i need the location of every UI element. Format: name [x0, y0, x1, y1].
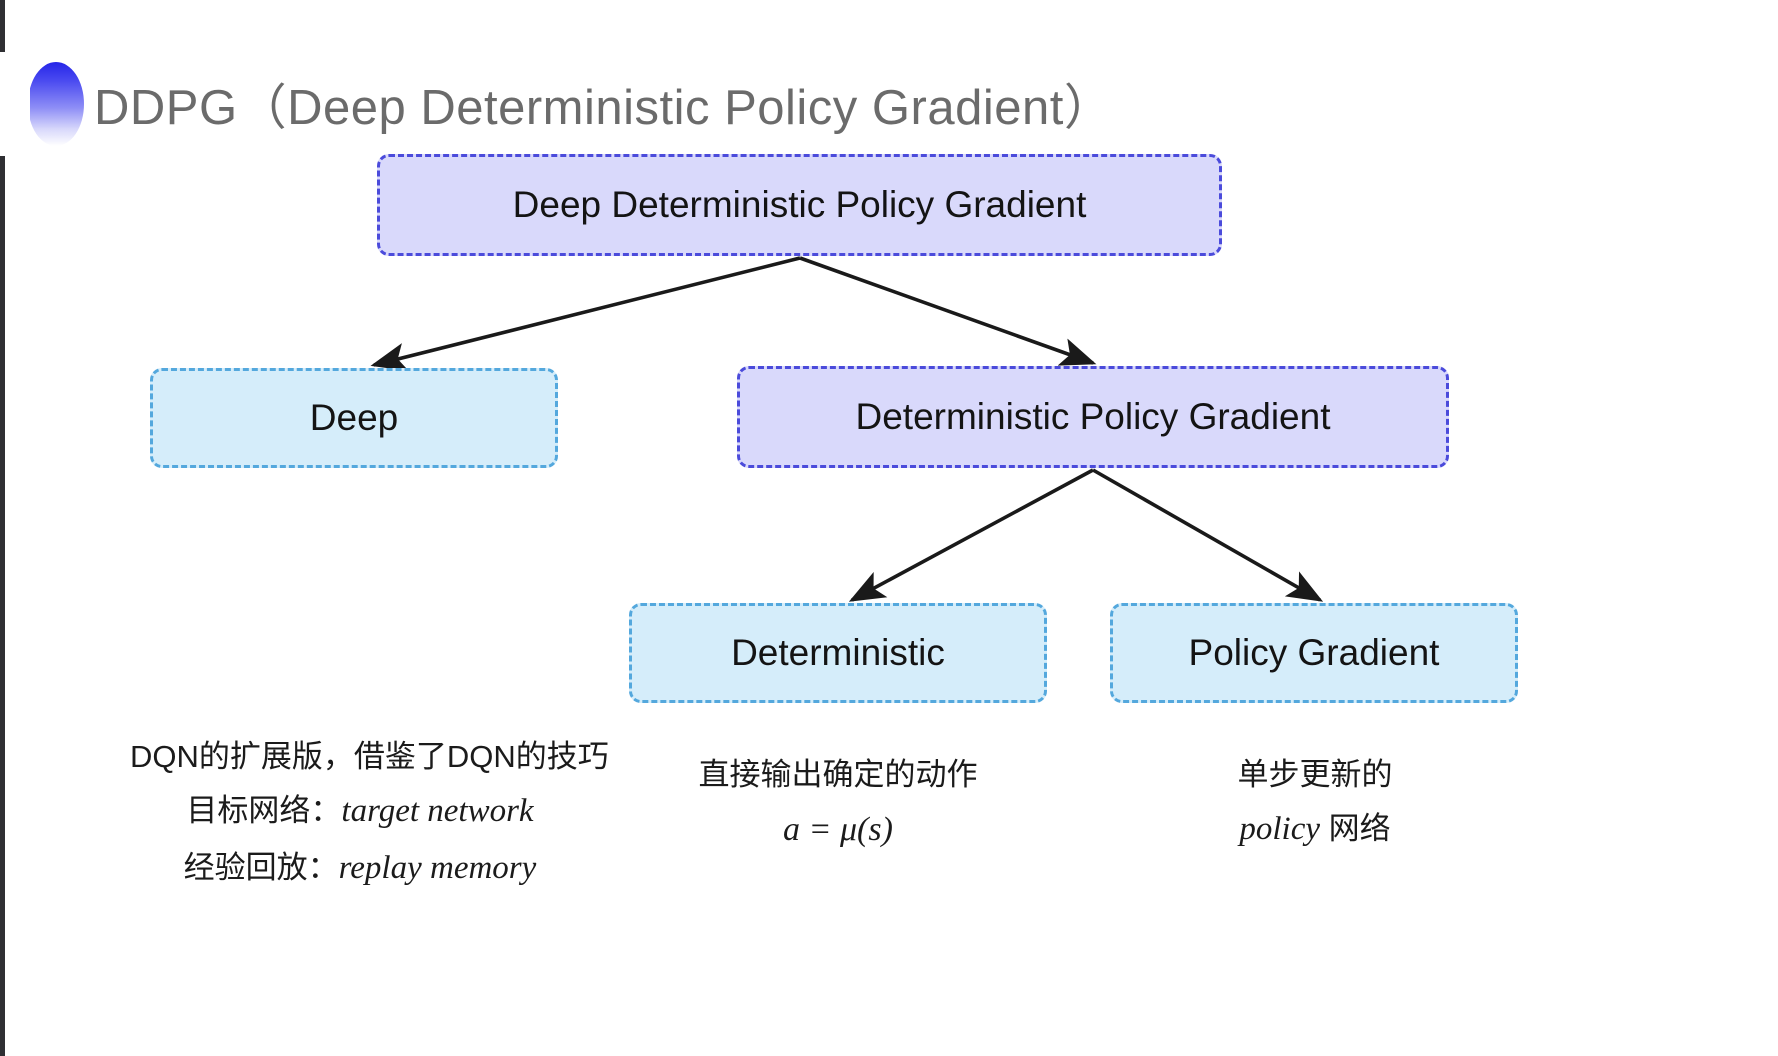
caption-line: 目标网络：target network	[130, 783, 590, 840]
node-deep[interactable]: Deep	[150, 368, 558, 468]
caption-deep: DQN的扩展版，借鉴了DQN的技巧 目标网络：target network 经验…	[130, 730, 609, 897]
caption-line: policy 网络	[1182, 801, 1448, 858]
caption-term-suffix: 网络	[1320, 811, 1391, 847]
caption-line: 经验回放：replay memory	[130, 840, 590, 897]
page-title: DDPG（Deep Deterministic Policy Gradient）	[94, 81, 1114, 135]
caption-line: DQN的扩展版，借鉴了DQN的技巧	[130, 739, 609, 774]
node-deep-deterministic-policy-gradient[interactable]: Deep Deterministic Policy Gradient	[377, 154, 1222, 256]
bullet-clip-mask	[0, 52, 30, 156]
edge-root-to-dpg	[799, 256, 1097, 366]
edge-dpg-to-deterministic	[848, 468, 1094, 602]
caption-label: 经验回放：	[183, 850, 339, 886]
caption-term: target network	[341, 793, 534, 830]
node-label: Deep	[309, 396, 399, 438]
node-label: Deterministic Policy Gradient	[855, 395, 1331, 437]
caption-label: 目标网络：	[186, 793, 342, 829]
caption-formula: a = μ(s)	[783, 811, 893, 849]
gradient-circle-bullet-icon	[28, 62, 84, 146]
left-edge-strip	[0, 0, 5, 1056]
caption-policy-gradient: 单步更新的 policy 网络	[1182, 748, 1448, 858]
node-deterministic-policy-gradient[interactable]: Deterministic Policy Gradient	[737, 366, 1449, 468]
caption-term: policy	[1239, 811, 1320, 848]
node-deterministic[interactable]: Deterministic	[629, 603, 1047, 703]
caption-deterministic: 直接输出确定的动作 a = μ(s)	[688, 748, 988, 860]
edge-dpg-to-policy-gradient	[1092, 468, 1324, 602]
caption-line: 单步更新的	[1237, 757, 1393, 792]
node-label: Deterministic	[731, 631, 945, 673]
node-label: Deep Deterministic Policy Gradient	[512, 183, 1087, 225]
node-policy-gradient[interactable]: Policy Gradient	[1110, 603, 1518, 703]
caption-term: replay memory	[338, 850, 537, 887]
node-label: Policy Gradient	[1188, 631, 1440, 673]
caption-line: 直接输出确定的动作	[698, 757, 978, 792]
edge-root-to-deep	[370, 256, 801, 372]
